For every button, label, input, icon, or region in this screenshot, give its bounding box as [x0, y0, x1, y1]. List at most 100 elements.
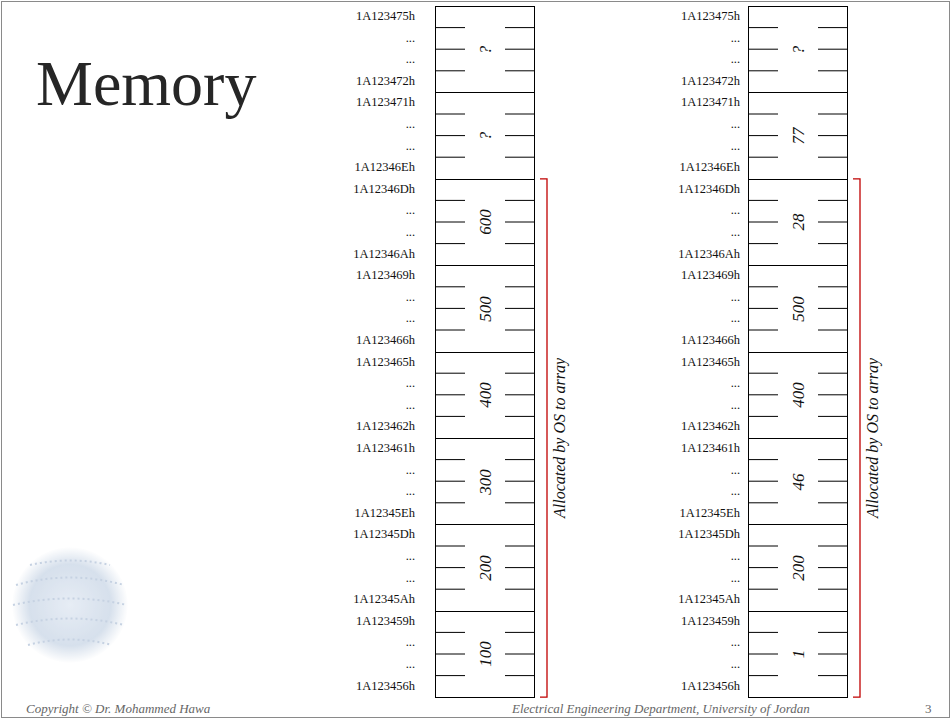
byte-tick: [435, 481, 465, 482]
byte-tick: [748, 308, 778, 309]
memory-word: 400: [748, 352, 848, 439]
byte-tick: [505, 70, 535, 71]
bracket-label: Allocated by OS to array: [865, 358, 881, 518]
ellipsis-label: ...: [325, 395, 415, 417]
byte-tick: [505, 459, 535, 460]
address-label: 1A123461h: [325, 438, 415, 460]
stored-value: ?: [477, 45, 494, 54]
ellipsis-label: ...: [325, 222, 415, 244]
memory-word: 200: [435, 524, 535, 611]
byte-tick: [505, 200, 535, 201]
stored-value: ?: [477, 132, 494, 141]
byte-tick: [748, 632, 778, 633]
byte-tick: [505, 114, 535, 115]
byte-tick: [818, 135, 848, 136]
page-number: 3: [925, 702, 932, 715]
address-label: 1A123466h: [325, 330, 415, 352]
address-label: 1A12346Ah: [650, 244, 740, 266]
byte-tick: [818, 200, 848, 201]
byte-tick: [505, 654, 535, 655]
byte-tick: [435, 243, 465, 244]
ellipsis-label: ...: [325, 481, 415, 503]
ellipsis-label: ...: [650, 308, 740, 330]
address-label: 1A123469h: [650, 265, 740, 287]
address-label: 1A123456h: [650, 676, 740, 698]
byte-tick: [435, 114, 465, 115]
byte-tick: [435, 654, 465, 655]
department-footer: Electrical Engineering Department, Unive…: [512, 702, 810, 715]
byte-tick: [748, 27, 778, 28]
ellipsis-label: ...: [325, 654, 415, 676]
address-label: 1A12346Dh: [325, 179, 415, 201]
byte-tick: [505, 286, 535, 287]
stored-value: 500: [790, 296, 807, 322]
byte-tick: [818, 27, 848, 28]
stored-value: 100: [477, 642, 494, 668]
byte-tick: [748, 654, 778, 655]
memory-word: 500: [748, 265, 848, 352]
byte-tick: [748, 416, 778, 417]
address-label: 1A12346Eh: [325, 157, 415, 179]
ellipsis-label: ...: [325, 632, 415, 654]
byte-tick: [435, 70, 465, 71]
byte-tick: [505, 308, 535, 309]
ellipsis-label: ...: [325, 287, 415, 309]
byte-tick: [435, 589, 465, 590]
byte-tick: [748, 589, 778, 590]
byte-tick: [818, 675, 848, 676]
stored-value: 400: [477, 383, 494, 409]
byte-tick: [505, 222, 535, 223]
memory-word: 46: [748, 438, 848, 525]
memory-word: ?: [435, 6, 535, 93]
byte-tick: [748, 481, 778, 482]
byte-tick: [505, 373, 535, 374]
ellipsis-label: ...: [325, 49, 415, 71]
address-label: 1A123471h: [325, 92, 415, 114]
byte-tick: [748, 394, 778, 395]
byte-tick: [435, 222, 465, 223]
byte-tick: [748, 70, 778, 71]
byte-tick: [505, 632, 535, 633]
byte-tick: [818, 49, 848, 50]
memory-word: 300: [435, 438, 535, 525]
ellipsis-label: ...: [650, 395, 740, 417]
memory-word: 28: [748, 179, 848, 266]
byte-tick: [748, 502, 778, 503]
byte-ticks: [435, 28, 848, 676]
address-label: 1A12346Eh: [650, 157, 740, 179]
ellipsis-label: ...: [650, 287, 740, 309]
address-label: 1A12346Dh: [650, 179, 740, 201]
address-label: 1A123465h: [650, 352, 740, 374]
memory-word: 200: [748, 524, 848, 611]
byte-tick: [818, 330, 848, 331]
byte-tick: [505, 330, 535, 331]
address-label: 1A123471h: [650, 92, 740, 114]
ellipsis-label: ...: [650, 654, 740, 676]
allocation-bracket: [853, 179, 860, 697]
globe-decoration: [12, 547, 128, 663]
byte-tick: [748, 222, 778, 223]
address-label: 1A12345Ah: [325, 589, 415, 611]
byte-tick: [748, 49, 778, 50]
byte-tick: [748, 567, 778, 568]
ellipsis-label: ...: [325, 568, 415, 590]
byte-tick: [435, 135, 465, 136]
memory-word: 1: [748, 611, 848, 698]
byte-tick: [435, 157, 465, 158]
byte-tick: [505, 27, 535, 28]
byte-tick: [748, 135, 778, 136]
byte-tick: [435, 567, 465, 568]
byte-tick: [505, 675, 535, 676]
memory-word: 500: [435, 265, 535, 352]
address-label: 1A123469h: [325, 265, 415, 287]
address-label: 1A123462h: [325, 416, 415, 438]
address-label: 1A12346Ah: [325, 244, 415, 266]
byte-tick: [818, 243, 848, 244]
ellipsis-label: ...: [325, 200, 415, 222]
memory-word: ?: [435, 92, 535, 179]
ellipsis-label: ...: [325, 308, 415, 330]
byte-tick: [505, 589, 535, 590]
stored-value: 200: [790, 555, 807, 581]
byte-tick: [818, 394, 848, 395]
ellipsis-label: ...: [650, 200, 740, 222]
